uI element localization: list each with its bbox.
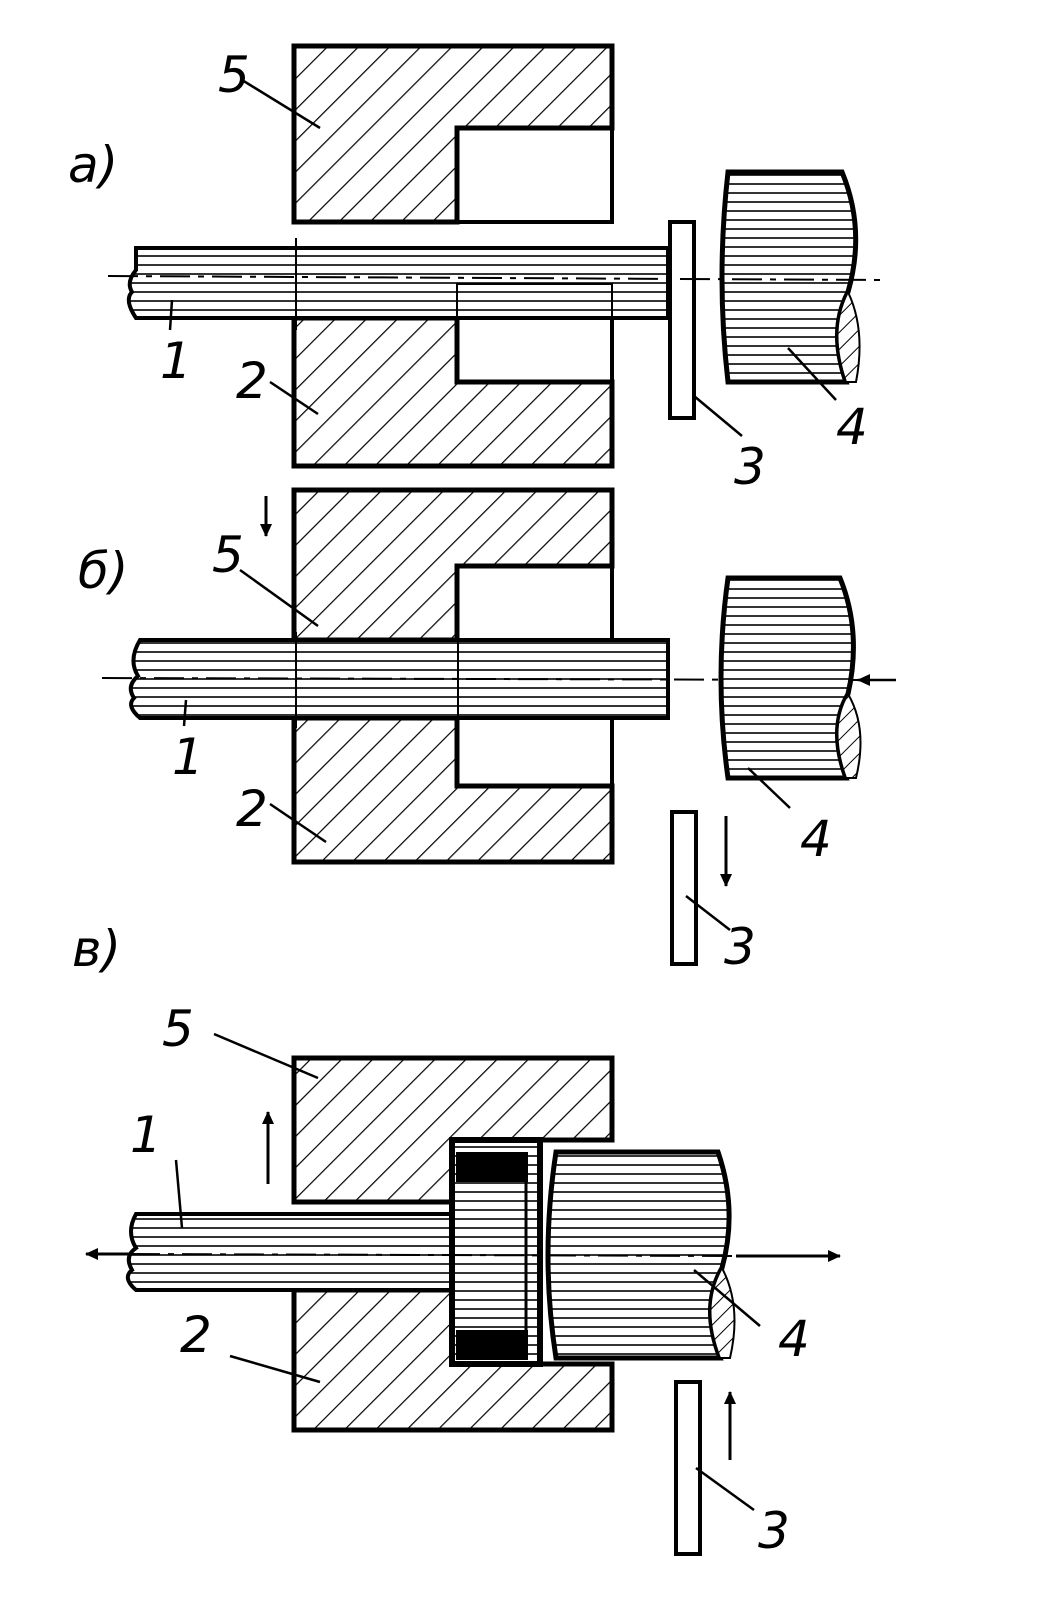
callout-4-a: 4 bbox=[836, 398, 868, 456]
upset-head-c bbox=[449, 1137, 543, 1367]
panel-tag-c: в) bbox=[72, 920, 121, 978]
callout-2-a: 2 bbox=[236, 352, 268, 410]
callout-5-a: 5 bbox=[218, 46, 250, 104]
die-upper-b bbox=[291, 487, 615, 643]
axis-c bbox=[129, 1253, 737, 1257]
die-lower-a bbox=[291, 315, 615, 469]
callout-1-c: 1 bbox=[130, 1106, 162, 1164]
bar-b bbox=[128, 638, 670, 720]
callout-2-b: 2 bbox=[236, 780, 268, 838]
callout-5-b: 5 bbox=[212, 526, 244, 584]
callout-3-c: 3 bbox=[758, 1502, 790, 1560]
panel-a: а) 5 1 2 3 4 bbox=[68, 43, 883, 496]
die-lower-b bbox=[291, 715, 615, 865]
callout-4-b: 4 bbox=[800, 810, 832, 868]
callout-3-b: 3 bbox=[724, 918, 756, 976]
callout-4-c: 4 bbox=[778, 1310, 810, 1368]
callout-5-c: 5 bbox=[162, 1000, 194, 1058]
callout-3-a: 3 bbox=[734, 438, 766, 496]
die-upper-a bbox=[291, 43, 615, 225]
punch-b bbox=[718, 575, 856, 781]
stop-plate-a bbox=[668, 220, 696, 420]
bar-c bbox=[125, 1212, 454, 1292]
axis-a bbox=[107, 275, 883, 281]
panel-b: б) 5 1 2 3 4 bbox=[78, 487, 896, 976]
stop-plate-b bbox=[670, 810, 698, 966]
callout-2-c: 2 bbox=[180, 1306, 212, 1364]
callout-1-a: 1 bbox=[160, 332, 192, 390]
panel-tag-a: а) bbox=[68, 136, 118, 194]
panel-tag-b: б) bbox=[78, 542, 128, 600]
callout-1-b: 1 bbox=[172, 728, 204, 786]
panel-c: в) 5 1 2 3 4 bbox=[72, 920, 841, 1560]
